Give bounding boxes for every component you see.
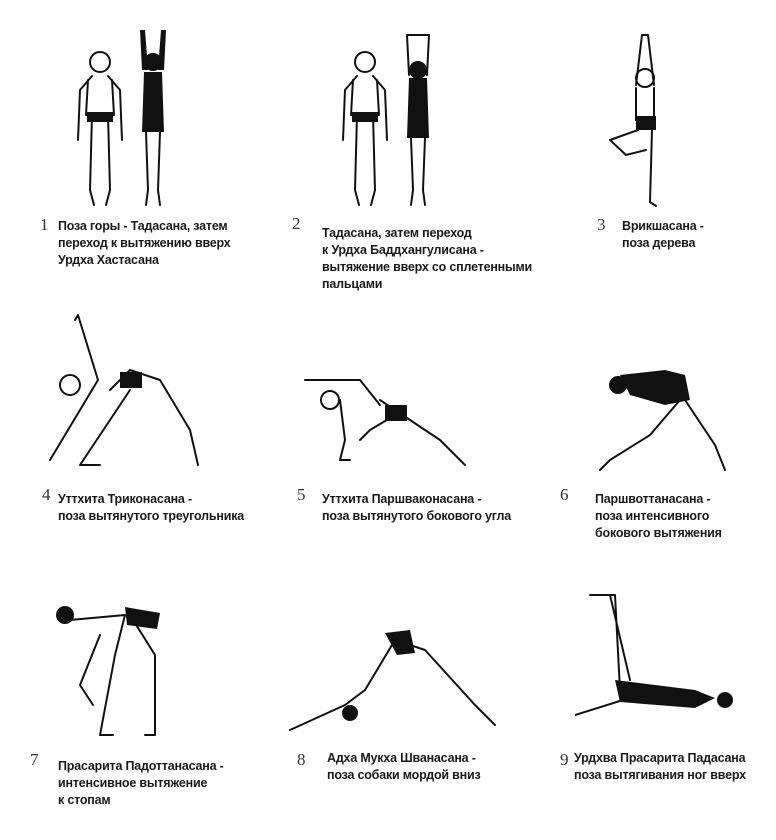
- caption-line: к Урдха Баддхангулисана -: [322, 243, 484, 257]
- pose-5-number: 5: [297, 485, 306, 504]
- pose-3-illustration: [609, 34, 657, 207]
- pose-7-number: 7: [30, 750, 39, 769]
- pose-5-caption: Уттхита Паршваконасана - поза вытянутого…: [322, 491, 511, 525]
- caption-line: поза вытянутого треугольника: [58, 509, 244, 523]
- caption-line: к стопам: [58, 793, 111, 807]
- pose-9-caption: Урдхва Прасарита Падасана поза вытягиван…: [574, 750, 746, 784]
- caption-line: вытяжение вверх со сплетенными: [322, 260, 533, 274]
- pose-9-illustration: [575, 594, 733, 716]
- pose-9-number: 9: [560, 750, 569, 769]
- caption-line: Уттхита Паршваконасана -: [322, 492, 482, 506]
- caption-line: пальцами: [322, 277, 383, 291]
- caption-line: Прасарита Падоттанасана -: [58, 759, 224, 773]
- caption-line: Тадасана, затем переход: [322, 226, 472, 240]
- pose-3-caption: Врикшасана - поза дерева: [622, 218, 704, 252]
- caption-line: Паршвоттанасана -: [595, 492, 711, 506]
- caption-line: поза вытягивания ног вверх: [574, 768, 746, 782]
- caption-line: Поза горы - Тадасана, затем: [58, 219, 228, 233]
- pose-2-caption: Тадасана, затем переход к Урдха Баддханг…: [322, 225, 532, 293]
- pose-1-illustration: [77, 30, 166, 206]
- pose-2-illustration: [342, 34, 430, 206]
- caption-line: поза вытянутого бокового угла: [322, 509, 511, 523]
- pose-8-number: 8: [297, 750, 306, 769]
- caption-line: Урдхва Прасарита Падасана: [574, 751, 746, 765]
- pose-5-illustration: [304, 379, 466, 466]
- caption-line: интенсивное вытяжение: [58, 776, 208, 790]
- pose-4-illustration: [49, 314, 199, 466]
- caption-line: Урдха Хастасана: [58, 253, 159, 267]
- caption-line: поза интенсивного: [595, 509, 710, 523]
- pose-8-illustration: [289, 630, 496, 731]
- caption-line: переход к вытяжению вверх: [58, 236, 231, 250]
- pose-7-illustration: [56, 606, 160, 736]
- pose-6-illustration: [599, 370, 726, 471]
- pose-7-caption: Прасарита Падоттанасана - интенсивное вы…: [58, 758, 224, 809]
- caption-line: Уттхита Триконасана -: [58, 492, 192, 506]
- pose-2-number: 2: [292, 214, 301, 233]
- pose-6-number: 6: [560, 485, 569, 504]
- pose-3-number: 3: [597, 215, 606, 234]
- caption-line: Адха Мукха Шванасана -: [327, 751, 476, 765]
- caption-line: поза собаки мордой вниз: [327, 768, 481, 782]
- caption-line: бокового вытяжения: [595, 526, 722, 540]
- pose-1-number: 1: [40, 215, 49, 234]
- pose-8-caption: Адха Мукха Шванасана - поза собаки мордо…: [327, 750, 481, 784]
- pose-1-caption: Поза горы - Тадасана, затем переход к вы…: [58, 218, 231, 269]
- pose-4-caption: Уттхита Триконасана - поза вытянутого тр…: [58, 491, 244, 525]
- caption-line: поза дерева: [622, 236, 696, 250]
- caption-line: Врикшасана -: [622, 219, 704, 233]
- pose-6-caption: Паршвоттанасана - поза интенсивного боко…: [595, 491, 722, 542]
- pose-4-number: 4: [42, 485, 51, 504]
